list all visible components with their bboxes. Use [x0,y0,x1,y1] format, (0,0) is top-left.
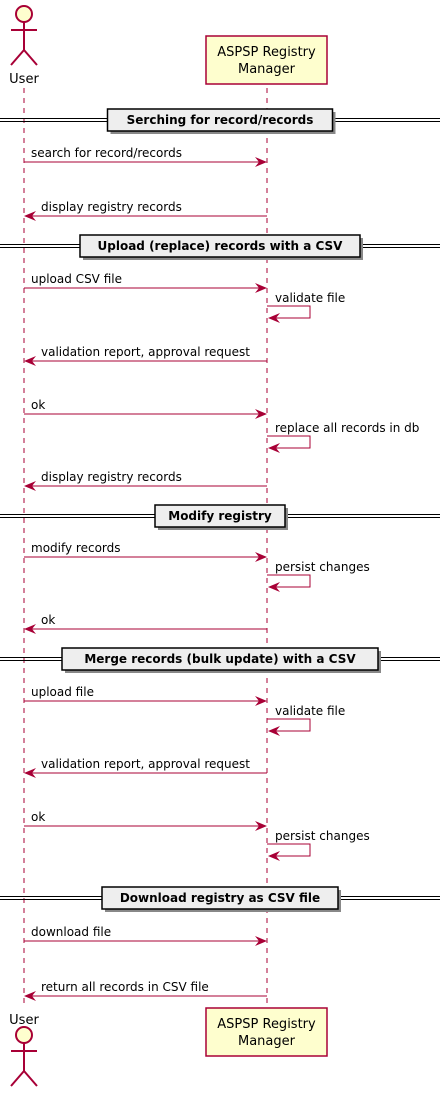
message: persist changes [267,560,370,592]
manager-label-top-line2: Manager [238,62,296,77]
message-label: search for record/records [31,146,182,160]
message-label: replace all records in db [275,421,419,435]
message-label: validate file [275,291,345,305]
message-label: modify records [31,541,121,555]
self-message-arrow [267,435,311,453]
message: search for record/records [24,146,267,167]
self-message-arrow [267,843,311,861]
message-label: ok [31,810,45,824]
message: modify records [24,541,267,562]
message-label: return all records in CSV file [41,980,209,994]
section-separator: Upload (replace) records with a CSV [0,234,440,260]
message-label: download file [31,925,111,939]
message: persist changes [267,829,370,861]
message: upload CSV file [24,272,267,293]
message-label: validate file [275,704,345,718]
message-label: upload CSV file [31,272,122,286]
message-label: persist changes [275,829,370,843]
manager-label-bottom-line2: Manager [238,1034,296,1049]
message: validation report, approval request [24,757,267,778]
message: validate file [267,291,345,323]
self-message-arrow [267,574,311,592]
manager-label-bottom-line1: ASPSP Registry [217,1017,316,1032]
user-label-bottom: User [9,1013,39,1028]
message-label: validation report, approval request [41,345,250,359]
message: download file [24,925,267,946]
section-separator: Serching for record/records [0,108,440,134]
message: display registry records [24,470,267,491]
section-separator: Modify registry [0,504,440,530]
message-label: display registry records [41,200,182,214]
message: upload file [24,685,267,706]
section-title: Merge records (bulk update) with a CSV [84,652,356,666]
message-label: persist changes [275,560,370,574]
section-separator: Download registry as CSV file [0,886,440,912]
message: return all records in CSV file [24,980,267,1001]
message: ok [24,398,267,419]
manager-label-top-line1: ASPSP Registry [217,45,316,60]
message: validate file [267,704,345,736]
section-separator: Merge records (bulk update) with a CSV [0,647,440,673]
self-message-arrow [267,718,311,736]
manager-box-top [205,35,328,85]
message-label: upload file [31,685,94,699]
self-message-arrow [267,305,311,323]
section-title: Modify registry [168,509,272,523]
user-label-top: User [9,72,39,87]
message: ok [24,810,267,831]
user-actor-icon-top [10,5,38,66]
message-label: ok [41,613,55,627]
message: display registry records [24,200,267,221]
message: replace all records in db [267,421,419,453]
message-label: validation report, approval request [41,757,250,771]
message: ok [24,613,267,634]
section-title: Download registry as CSV file [120,891,320,905]
manager-box-bottom [205,1007,328,1057]
message-label: ok [31,398,45,412]
section-title: Upload (replace) records with a CSV [98,239,344,253]
message-label: display registry records [41,470,182,484]
user-actor-icon-bottom [10,1026,38,1087]
message: validation report, approval request [24,345,267,366]
section-title: Serching for record/records [127,113,314,127]
